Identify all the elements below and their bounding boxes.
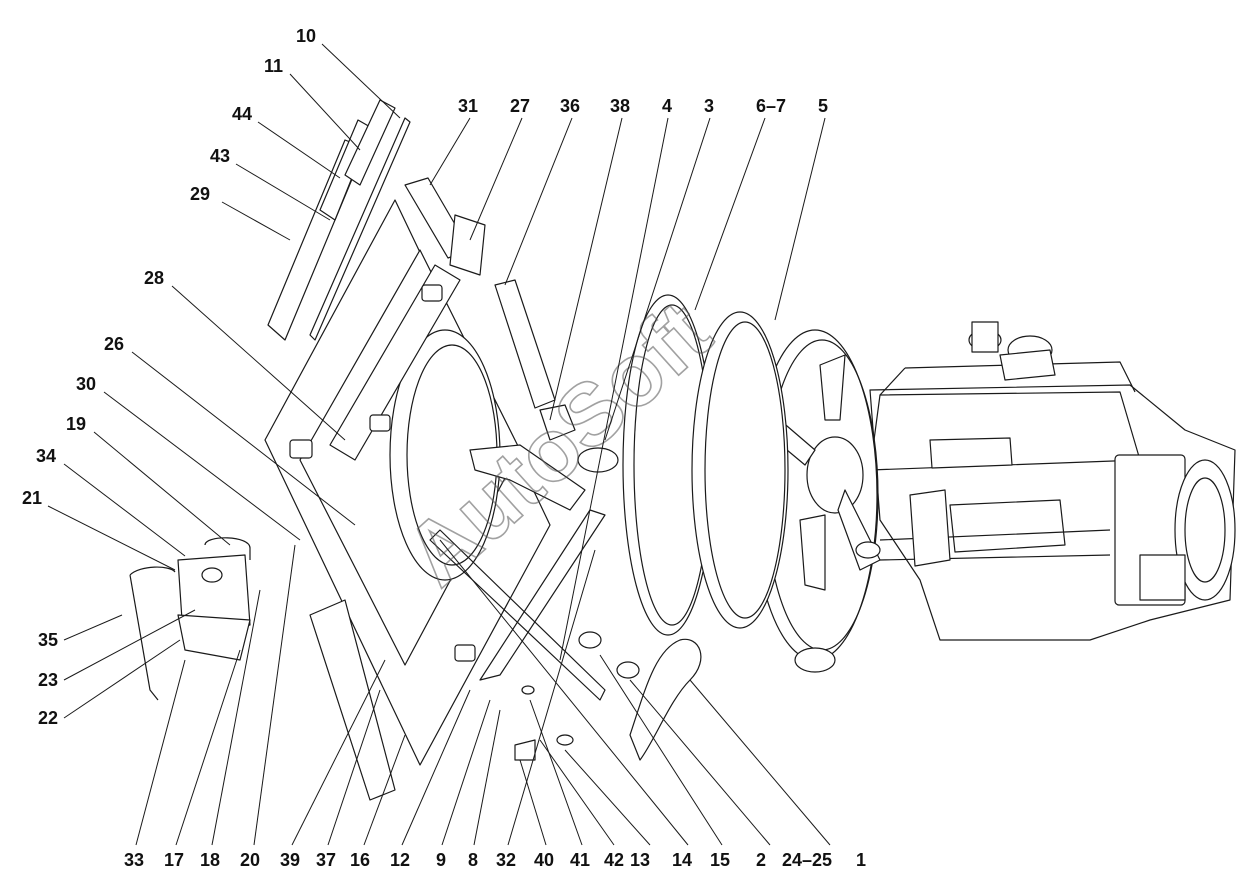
callout-23: 23 [38, 670, 58, 690]
callout-44: 44 [232, 104, 252, 124]
callout-27: 27 [510, 96, 530, 116]
callout-11: 11 [264, 56, 283, 76]
callout-28: 28 [144, 268, 164, 288]
callout-1: 1 [856, 850, 866, 870]
callout-37: 37 [316, 850, 336, 870]
fan-shroud-rings [577, 294, 836, 673]
callout-20: 20 [240, 850, 260, 870]
callout-31: 31 [458, 96, 478, 116]
callout-16: 16 [350, 850, 370, 870]
callout-5: 5 [818, 96, 828, 116]
callout-42: 42 [604, 850, 624, 870]
callout-32: 32 [496, 850, 516, 870]
engine-block-drawing [869, 321, 1236, 641]
leader-lines [47, 43, 831, 846]
radiator-frame-drawing [264, 199, 586, 801]
callout-6-7: 6–7 [756, 96, 786, 116]
callout-3: 3 [704, 96, 714, 116]
callout-19: 19 [66, 414, 86, 434]
callout-15: 15 [710, 850, 730, 870]
callout-14: 14 [672, 850, 692, 870]
callout-24-25: 24–25 [782, 850, 832, 870]
callout-38: 38 [610, 96, 630, 116]
seal-strips-drawing [267, 99, 606, 761]
callout-4: 4 [662, 96, 672, 116]
callout-17: 17 [164, 850, 184, 870]
callout-29: 29 [190, 184, 210, 204]
callout-35: 35 [38, 630, 58, 650]
callout-18: 18 [200, 850, 220, 870]
callout-30: 30 [76, 374, 96, 394]
callout-22: 22 [38, 708, 58, 728]
callout-34: 34 [36, 446, 56, 466]
callout-2: 2 [756, 850, 766, 870]
callout-43: 43 [210, 146, 230, 166]
callout-33: 33 [124, 850, 144, 870]
callout-36: 36 [560, 96, 580, 116]
callout-10: 10 [296, 26, 316, 46]
callout-26: 26 [104, 334, 124, 354]
expansion-tank-drawing [129, 537, 251, 701]
callout-labels: 10 11 44 43 29 31 27 36 38 4 3 6–7 5 28 … [22, 26, 866, 870]
callout-39: 39 [280, 850, 300, 870]
callout-40: 40 [534, 850, 554, 870]
callout-12: 12 [390, 850, 410, 870]
callout-41: 41 [570, 850, 590, 870]
callout-9: 9 [436, 850, 446, 870]
callout-21: 21 [22, 488, 42, 508]
callout-13: 13 [630, 850, 650, 870]
callout-8: 8 [468, 850, 478, 870]
